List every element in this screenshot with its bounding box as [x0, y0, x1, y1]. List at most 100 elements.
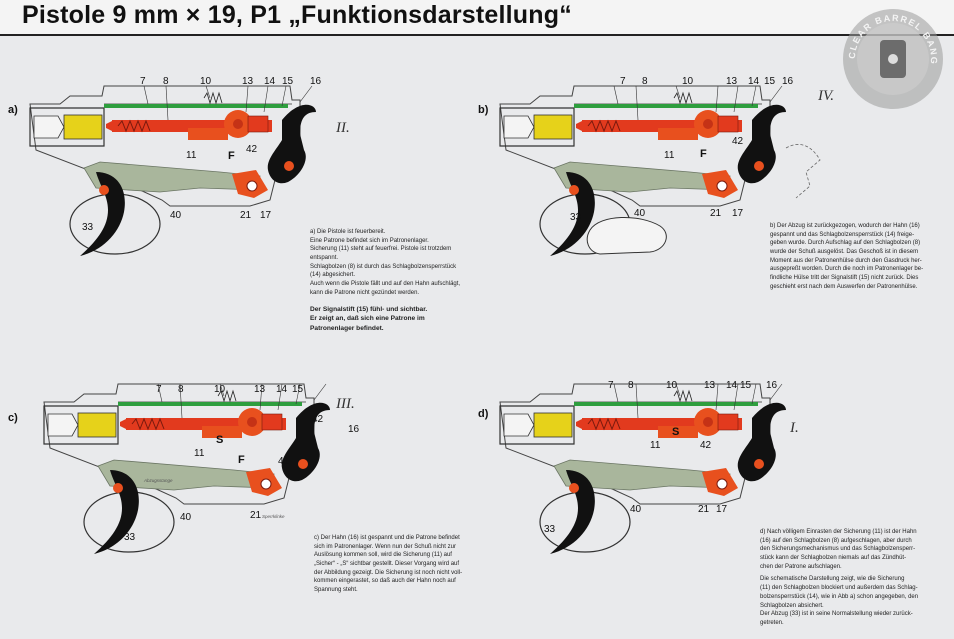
caption-a-line: entspannt. — [310, 255, 339, 262]
caption-c-line: „Sicher“ - „S“ sichtbar gestellt. Dieser… — [314, 561, 460, 568]
caption-c-line: sich im Patronenlager. Wenn nun der Schu… — [314, 543, 456, 550]
caption-a-line: kann die Patrone nicht gezündet werden. — [310, 289, 420, 296]
panel-b-letter: b) — [478, 104, 489, 116]
caption-b-line: gespannt und das Schlagbolzensperrstück … — [770, 231, 915, 238]
label-a-f: F — [228, 150, 235, 162]
label-c-40: 40 — [180, 512, 192, 523]
caption-a-line: (14) abgesichert. — [310, 272, 356, 279]
panel-d-drawing — [499, 383, 787, 555]
panel-b-finger — [586, 217, 667, 255]
caption-d-line: den Sicherungsmechanismus und das Schlag… — [760, 546, 916, 553]
label-a-21: 21 — [240, 210, 252, 221]
label-d-15: 15 — [740, 380, 752, 391]
caption-d-line: getreten. — [760, 619, 784, 626]
label-b-21: 21 — [710, 208, 722, 219]
label-a-16: 16 — [310, 76, 322, 87]
label-b-33: 33 — [570, 212, 582, 223]
caption-d-line: chen der Patrone aufschlagen. — [760, 563, 842, 570]
label-b-17: 17 — [732, 208, 744, 219]
caption-a-line: Eine Patrone befindet sich im Patronenla… — [310, 237, 429, 244]
caption-d-line: d) Nach völligem Einrasten der Sicherung… — [760, 529, 917, 535]
label-d-42: 42 — [700, 440, 712, 451]
label-d-14: 14 — [726, 380, 738, 391]
caption-d: d) Nach völligem Einrasten der Sicherung… — [760, 528, 946, 628]
label-c-14: 14 — [276, 384, 288, 395]
label-d-17: 17 — [716, 504, 728, 515]
panel-b-roman: IV. — [818, 88, 834, 104]
caption-a-line: Auch wenn die Pistole fällt und auf den … — [310, 281, 461, 288]
label-b-16: 16 — [782, 76, 794, 87]
caption-b-line: geben wurde. Durch Aufschlag auf den Sch… — [770, 240, 921, 247]
label-b-11: 11 — [664, 150, 675, 161]
caption-c-line: der Abbildung gezeigt. Die Sicherung ist… — [314, 569, 463, 576]
label-d-s: S — [672, 426, 680, 438]
label-c-sperrklinke: Sperrklinke — [262, 514, 285, 519]
caption-b-line: wurde der Schuß ausgelöst. Das Geschoß i… — [770, 249, 919, 256]
label-b-15: 15 — [764, 76, 776, 87]
label-c-41: 41 — [278, 456, 290, 467]
panel-c-letter: c) — [8, 412, 18, 424]
label-b-7: 7 — [620, 76, 626, 87]
panel-b-dashed-contour — [785, 144, 821, 199]
label-c-13: 13 — [254, 384, 266, 395]
caption-a-bold-line: Der Signalstift (15) fühl- und sichtbar. — [310, 305, 428, 313]
label-d-7: 7 — [608, 380, 614, 391]
label-d-40: 40 — [630, 504, 642, 515]
label-c-42: 42 — [312, 414, 324, 425]
panel-a-letter: a) — [8, 104, 18, 116]
caption-d-line: Die schematische Darstellung zeigt, wie … — [760, 576, 905, 583]
label-d-33: 33 — [544, 524, 556, 535]
label-d-21: 21 — [698, 504, 710, 515]
label-b-40: 40 — [634, 208, 646, 219]
watermark-stamp: CLEAR BARREL BANG — [843, 9, 943, 109]
label-c-15: 15 — [292, 384, 304, 395]
caption-a-line: Schlagbolzen (8) ist durch das Schlagbol… — [310, 263, 457, 270]
label-b-10: 10 — [682, 76, 694, 87]
caption-a-bold-line: Patronenlager befindet. — [310, 324, 384, 332]
label-c-8: 8 — [178, 384, 184, 395]
label-c-21: 21 — [250, 510, 262, 521]
caption-c: c) Der Hahn (16) ist gespannt und die Pa… — [314, 534, 484, 595]
caption-d-line: (11) den Schlagbolzen blockiert und auße… — [760, 585, 918, 592]
label-c-10: 10 — [214, 384, 226, 395]
panel-a-roman: II. — [336, 120, 350, 136]
caption-c-line: kommen eingerastet, so daß auch der Hahn… — [314, 578, 456, 585]
panel-c-roman: III. — [336, 396, 355, 412]
label-d-16: 16 — [766, 380, 778, 391]
label-c-16: 16 — [348, 424, 360, 435]
label-d-10: 10 — [666, 380, 678, 391]
label-c-s: S — [216, 434, 224, 446]
caption-b-line: b) Der Abzug ist zurückgezogen, wodurch … — [770, 223, 920, 229]
caption-d-line: Schlagbolzen absichert. — [760, 602, 824, 609]
caption-a-bold-line: Er zeigt an, daß sich eine Patrone im — [310, 315, 425, 323]
caption-b-line: geschieht erst nach dem Auswerfen der Pa… — [770, 283, 918, 290]
label-b-14: 14 — [748, 76, 760, 87]
label-a-8: 8 — [163, 76, 169, 87]
label-d-8: 8 — [628, 380, 634, 391]
panel-a-drawing — [29, 85, 317, 257]
label-c-11: 11 — [194, 448, 205, 459]
label-b-13: 13 — [726, 76, 738, 87]
caption-c-line: Auslösung kommen soll, wird die Sicherun… — [314, 552, 452, 559]
caption-a: a) Die Pistole ist feuerbereit. Eine Pat… — [310, 228, 490, 333]
caption-d-line: Der Abzug (33) ist in seine Normalstellu… — [760, 611, 913, 618]
panel-d-roman: I. — [790, 420, 799, 436]
label-c-abzugsstange: Abzugsstange — [144, 478, 173, 483]
label-b-42: 42 — [732, 136, 744, 147]
label-a-17: 17 — [260, 210, 272, 221]
label-a-33: 33 — [82, 222, 94, 233]
caption-b: b) Der Abzug ist zurückgezogen, wodurch … — [770, 222, 946, 292]
page-title: Pistole 9 mm × 19, P1 „Funktionsdarstell… — [22, 1, 572, 29]
label-a-11: 11 — [186, 150, 197, 161]
label-a-13: 13 — [242, 76, 254, 87]
title-bar: Pistole 9 mm × 19, P1 „Funktionsdarstell… — [0, 0, 954, 36]
label-c-7: 7 — [156, 384, 162, 395]
caption-b-line: Moment aus der Patronenhülse durch den G… — [770, 257, 922, 264]
caption-a-line: Sicherung (11) steht auf feuerfrei. Pist… — [310, 246, 452, 253]
wings-icon — [880, 40, 906, 78]
label-b-8: 8 — [642, 76, 648, 87]
label-c-33: 33 — [124, 532, 136, 543]
label-a-10: 10 — [200, 76, 212, 87]
